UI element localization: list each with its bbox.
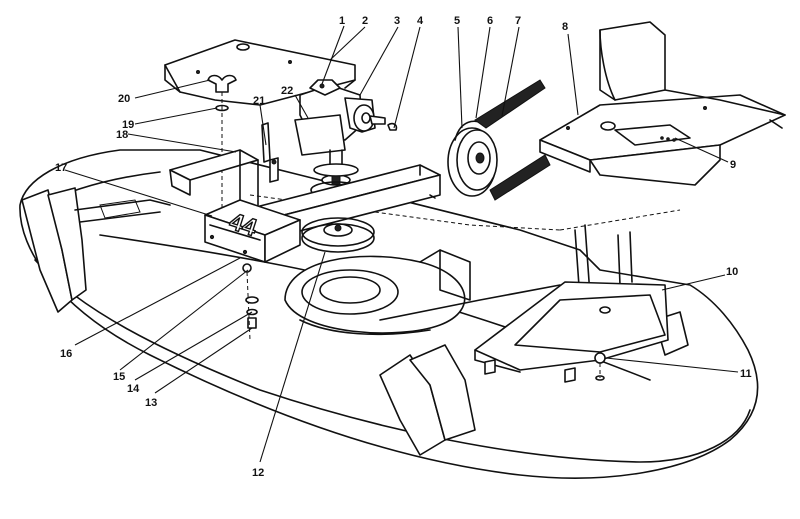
rear-belt-shield — [539, 21, 786, 186]
callout-13: 13 — [145, 397, 157, 409]
callout-21: 21 — [253, 95, 265, 107]
callout-12: 12 — [252, 467, 264, 479]
callout-2: 2 — [362, 15, 368, 27]
callout-1: 1 — [339, 15, 345, 27]
callout-3: 3 — [394, 15, 400, 27]
callout-leader-lines — [64, 25, 739, 463]
callout-22: 22 — [281, 85, 293, 97]
gearbox-assembly — [294, 79, 398, 199]
hardware-stack — [245, 296, 259, 329]
callout-17: 17 — [55, 162, 67, 174]
callout-8: 8 — [562, 21, 568, 33]
drive-pulley-and-belt — [447, 79, 551, 201]
deck-pulley-recess — [249, 194, 681, 336]
belt-guard-bracket — [169, 122, 279, 206]
callout-16: 16 — [60, 348, 72, 360]
callout-5: 5 — [454, 15, 460, 27]
callout-18: 18 — [116, 129, 128, 141]
model-decal-block: 44 — [204, 199, 301, 341]
callout-14: 14 — [127, 383, 140, 395]
callout-11: 11 — [740, 368, 752, 380]
callout-numbers: 1 2 3 4 5 6 7 8 9 10 11 12 13 14 15 16 1… — [55, 15, 752, 479]
callout-15: 15 — [113, 371, 125, 383]
callout-19: 19 — [122, 119, 134, 131]
callout-6: 6 — [487, 15, 493, 27]
right-side-cover — [474, 281, 669, 383]
upper-belt-cover — [164, 39, 356, 106]
callout-10: 10 — [726, 266, 738, 278]
deck-spindle-pulley — [301, 217, 375, 253]
callout-9: 9 — [730, 159, 736, 171]
callout-4: 4 — [417, 15, 424, 27]
callout-7: 7 — [515, 15, 521, 27]
callout-20: 20 — [118, 93, 130, 105]
